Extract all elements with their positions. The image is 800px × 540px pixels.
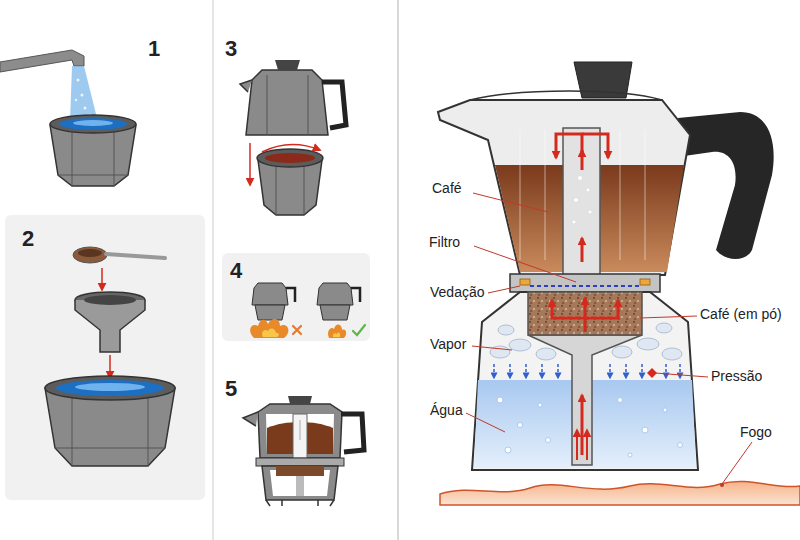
part-label: Café bbox=[432, 180, 462, 197]
callout-number: 5 bbox=[225, 376, 237, 402]
callout-number: 2 bbox=[22, 226, 34, 252]
part-label: Vapor bbox=[430, 336, 466, 353]
part-label: Filtro bbox=[429, 234, 460, 251]
part-label: Pressão bbox=[711, 368, 762, 385]
callout-number: 1 bbox=[148, 36, 160, 62]
callout-number: 4 bbox=[230, 258, 242, 284]
part-label: Vedação bbox=[430, 284, 485, 301]
part-label: Café (em pó) bbox=[700, 306, 782, 323]
part-label: Fogo bbox=[740, 424, 772, 441]
callout-number: 3 bbox=[225, 36, 237, 62]
part-label: Água bbox=[430, 402, 463, 419]
